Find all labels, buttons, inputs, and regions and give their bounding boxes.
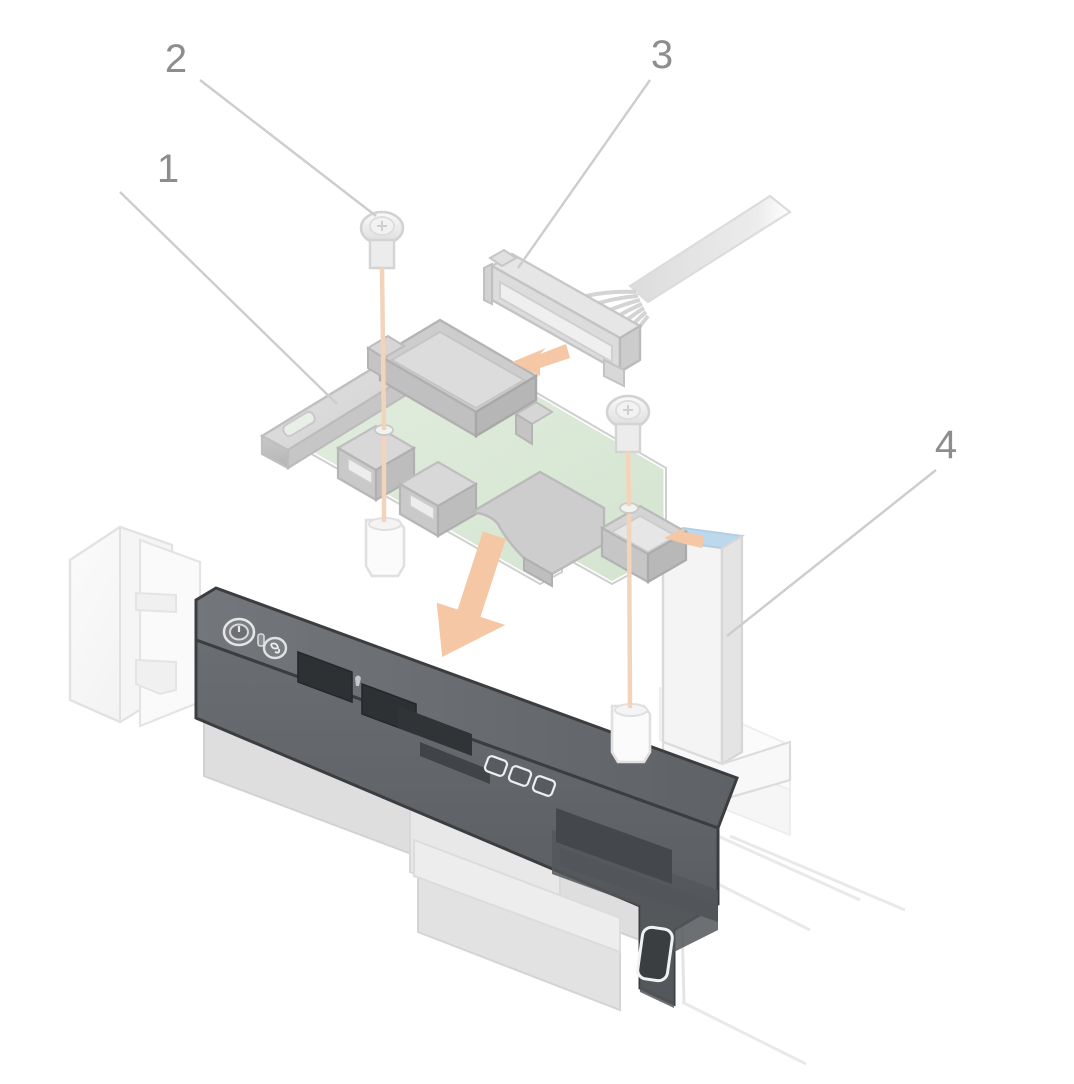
motion-arrows	[436, 344, 704, 658]
board-main-connector-side	[474, 373, 538, 439]
bezel-drawer-mid	[413, 838, 621, 954]
control-panel-cable	[483, 194, 792, 388]
chassis-ear-flange	[138, 538, 202, 728]
chassis-ear-slot-top	[135, 591, 177, 614]
ghost-rail-lines	[681, 826, 906, 1066]
board-usb-stack-2	[397, 460, 479, 538]
chassis-ear	[68, 525, 202, 728]
board-main-connector-slot	[390, 330, 526, 410]
cable-connector-keyway	[499, 280, 613, 364]
control-panel-board	[259, 318, 689, 588]
leader-1	[119, 191, 338, 405]
usb-symbol-icon	[355, 675, 361, 686]
board-left-notch	[282, 410, 316, 438]
screw-right	[605, 394, 651, 454]
usb-receptacle-2-side	[436, 482, 478, 538]
screw-left	[359, 210, 405, 270]
standoff-left	[364, 517, 406, 578]
cable-connector-tab	[488, 248, 518, 268]
connector-latch-right-side	[515, 412, 533, 446]
callout-label-3: 3	[651, 33, 673, 77]
control-panel-lower-shade	[552, 830, 718, 1008]
cable-sleeve	[628, 194, 792, 304]
guide-screw-left-upper	[379, 267, 387, 431]
indicator-slot-3	[531, 775, 557, 797]
power-button-icon[interactable]	[222, 617, 256, 647]
indicator-slot-2	[507, 765, 533, 787]
usb-receptacle-2-opening	[409, 492, 435, 522]
guide-screw-right-lower	[626, 513, 633, 709]
chassis-ear-slot-bottom	[135, 658, 177, 696]
usb-receptacle-1-opening	[347, 456, 373, 486]
system-id-button-icon[interactable]	[262, 636, 288, 660]
leader-2	[199, 79, 377, 217]
control-panel-top-face	[194, 586, 739, 830]
cable-connector-foot	[603, 358, 625, 388]
vent-slot	[398, 706, 472, 756]
screw-right-shank	[614, 422, 642, 454]
guide-screw-right-upper	[625, 451, 632, 507]
cable-connector-side	[618, 323, 642, 375]
vent-slot-secondary	[420, 742, 490, 784]
ribbon-cable-front	[661, 538, 724, 766]
arrow-board-seat	[436, 531, 506, 658]
end-slot	[636, 925, 674, 983]
callout-label-1: 1	[157, 147, 179, 191]
indicator-slot-1	[483, 755, 509, 777]
callout-leaders	[119, 79, 937, 637]
arrow-cable-insert	[512, 344, 570, 376]
screw-right-drive-icon	[623, 405, 633, 415]
callout-label-4: 4	[935, 423, 957, 467]
screw-left-shank	[368, 238, 396, 270]
standoff-right	[610, 703, 652, 764]
alignment-guides	[379, 267, 633, 709]
leader-4	[726, 469, 937, 637]
screw-left-drive-icon	[377, 221, 387, 231]
leader-3	[517, 79, 651, 269]
cable-connector-rib	[483, 262, 493, 306]
display-window	[556, 808, 672, 884]
board-shield-edge	[523, 556, 553, 588]
callout-label-2: 2	[165, 37, 187, 81]
ribbon-cable-side	[720, 534, 744, 766]
usb-port-slot-1	[297, 650, 353, 704]
control-panel-face-group	[194, 586, 739, 1008]
status-led-icon	[257, 633, 265, 647]
arrow-ribbon-insert	[664, 528, 704, 548]
